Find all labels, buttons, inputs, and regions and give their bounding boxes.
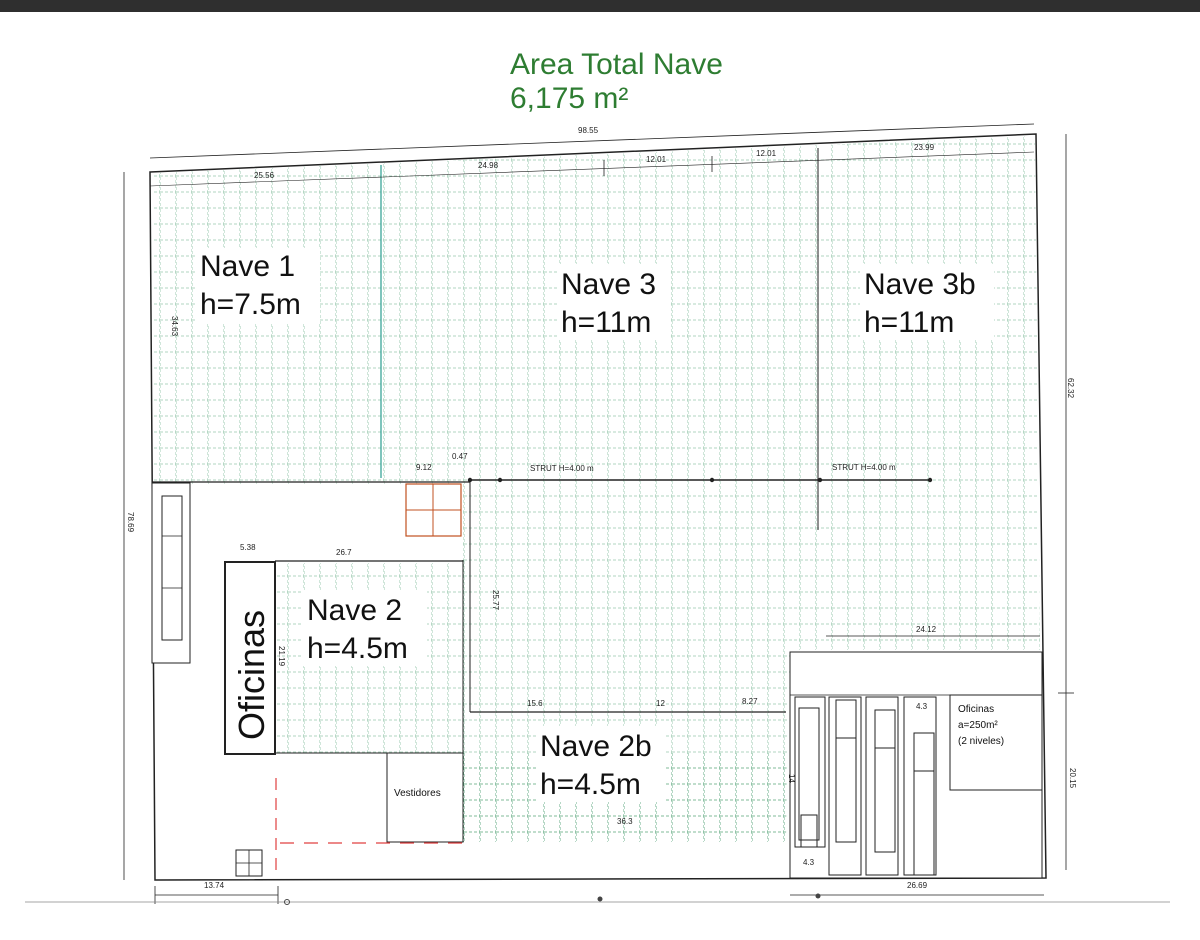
dim-right-lower: 20.15 bbox=[1068, 768, 1077, 789]
dim-dock-side: 14 bbox=[787, 774, 796, 783]
left-truck bbox=[161, 495, 183, 641]
dim-mid-2: 12 bbox=[656, 699, 665, 708]
title-line-1: Area Total Nave bbox=[510, 48, 723, 81]
dim-right-upper: 62.32 bbox=[1066, 378, 1075, 399]
plan-title: Area Total Nave 6,175 m² bbox=[510, 48, 723, 116]
oficinas-small-line2: a=250m² bbox=[958, 720, 998, 731]
oficinas-small-line1: Oficinas bbox=[958, 704, 994, 715]
nave2-height: h=4.5m bbox=[307, 632, 408, 665]
left-dock bbox=[151, 482, 191, 664]
dim-left-nave1: 34.63 bbox=[170, 316, 179, 337]
vestidores-block bbox=[386, 752, 464, 843]
dim-bottom-left: 13.74 bbox=[204, 881, 225, 890]
dim-ofi-width: 5.38 bbox=[240, 543, 256, 552]
dim-mid-3: 8.27 bbox=[742, 697, 758, 706]
dim-dock-small-2: 4.3 bbox=[803, 858, 815, 867]
dim-strut-small: 0.47 bbox=[452, 452, 468, 461]
nave3b-name: Nave 3b bbox=[864, 268, 976, 301]
dim-dock-small-1: 4.3 bbox=[916, 702, 928, 711]
nave3-name: Nave 3 bbox=[561, 268, 656, 301]
dock-bay-2 bbox=[828, 696, 862, 876]
dock-bay-3 bbox=[865, 696, 899, 876]
dim-bottom-right: 26.69 bbox=[907, 881, 928, 890]
dim-mid-1: 15.6 bbox=[527, 699, 543, 708]
nave2b-height: h=4.5m bbox=[540, 768, 641, 801]
nave3b-height: h=11m bbox=[864, 306, 954, 339]
oficinas-small-block bbox=[949, 694, 1043, 791]
dim-top-4: 12.01 bbox=[756, 149, 777, 158]
strut-label-1: STRUT H=4.00 m bbox=[530, 464, 594, 473]
nave3-height: h=11m bbox=[561, 306, 651, 339]
oficinas-label: Oficinas bbox=[231, 610, 272, 740]
strut-label-2: STRUT H=4.00 m bbox=[832, 463, 896, 472]
nave2-name: Nave 2 bbox=[307, 594, 402, 627]
dim-nave3-inner: 25.77 bbox=[491, 590, 500, 611]
dim-top-2: 24.98 bbox=[478, 161, 499, 170]
vestidores-label: Vestidores bbox=[394, 788, 441, 799]
oficinas-block bbox=[224, 561, 276, 755]
window-top-bar bbox=[0, 0, 1200, 12]
dim-top-1: 25.56 bbox=[254, 171, 275, 180]
dim-nave2-height: 21.19 bbox=[277, 646, 286, 667]
nave1-name: Nave 1 bbox=[200, 250, 295, 283]
nave2b-name: Nave 2b bbox=[540, 730, 652, 763]
dim-nave2b-bottom: 36.3 bbox=[617, 817, 633, 826]
dim-left-total: 78.69 bbox=[126, 512, 135, 533]
dim-strut-gap: 9.12 bbox=[416, 463, 432, 472]
dim-top-3: 12.01 bbox=[646, 155, 667, 164]
dim-top-total: 98.55 bbox=[578, 126, 599, 135]
dim-nave2-width: 26.7 bbox=[336, 548, 352, 557]
dim-nave3b-lower: 24.12 bbox=[916, 625, 937, 634]
nave1-height: h=7.5m bbox=[200, 288, 301, 321]
title-area-value: 6,175 m² bbox=[510, 82, 629, 115]
dim-top-5: 23.99 bbox=[914, 143, 935, 152]
oficinas-small-line3: (2 niveles) bbox=[958, 736, 1004, 747]
